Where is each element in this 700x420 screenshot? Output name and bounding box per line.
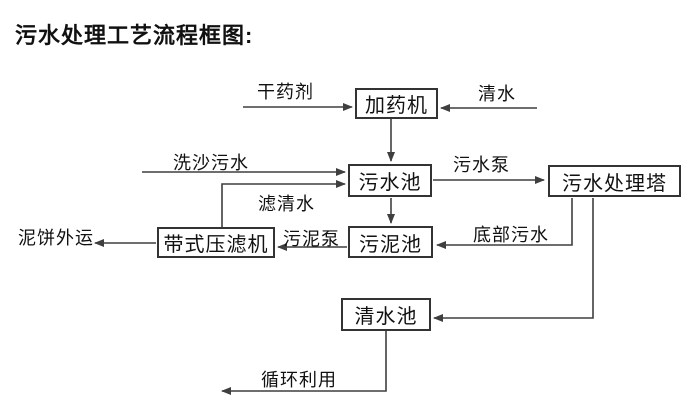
flow-arrow-tower-to-clean-water-pool: [433, 198, 594, 322]
node-label-clean-water-pool: 清水池: [354, 306, 418, 328]
node-belt-filter-press: 带式压滤机: [157, 227, 275, 258]
node-dosing-machine: 加药机: [355, 88, 438, 119]
flow-arrow-recycle-out: [221, 331, 387, 395]
node-label-dosing-machine: 加药机: [365, 95, 428, 117]
node-label-belt-filter-press: 带式压滤机: [163, 234, 269, 256]
flow-label-sludge-pump-to-filter-press: 污泥泵: [283, 229, 340, 249]
flow-arrow-filtered-water-to-sewage-pool: [221, 180, 346, 227]
node-label-sludge-pool: 污泥池: [359, 233, 422, 256]
node-label-sewage-treatment-tower: 污水处理塔: [562, 172, 667, 195]
flow-arrow-bottom-sewage-to-sludge-pool: [436, 198, 573, 249]
node-sewage-pool: 污水池: [348, 164, 432, 197]
flow-label-filtered-water-to-sewage-pool: 滤清水: [258, 194, 315, 214]
page-title: 污水处理工艺流程框图:: [15, 23, 254, 48]
flow-label-dry-chemical-to-dosing-machine: 干药剂: [257, 82, 314, 102]
flow-label-recycle-out: 循环利用: [261, 370, 337, 390]
flow-label-clean-water-to-dosing-machine: 清水: [478, 84, 516, 104]
flow-label-sewage-pump-to-treatment-tower: 污水泵: [453, 155, 510, 175]
node-sludge-pool: 污泥池: [348, 226, 433, 258]
flow-label-mud-cake-out: 泥饼外运: [18, 228, 94, 248]
node-label-sewage-pool: 污水池: [358, 172, 422, 194]
node-clean-water-pool: 清水池: [341, 298, 431, 331]
node-sewage-treatment-tower: 污水处理塔: [548, 165, 681, 197]
flow-label-bottom-sewage-to-sludge-pool: 底部污水: [473, 225, 549, 245]
flow-label-sand-washing-sewage-to-sewage-pool: 洗沙污水: [173, 153, 249, 173]
